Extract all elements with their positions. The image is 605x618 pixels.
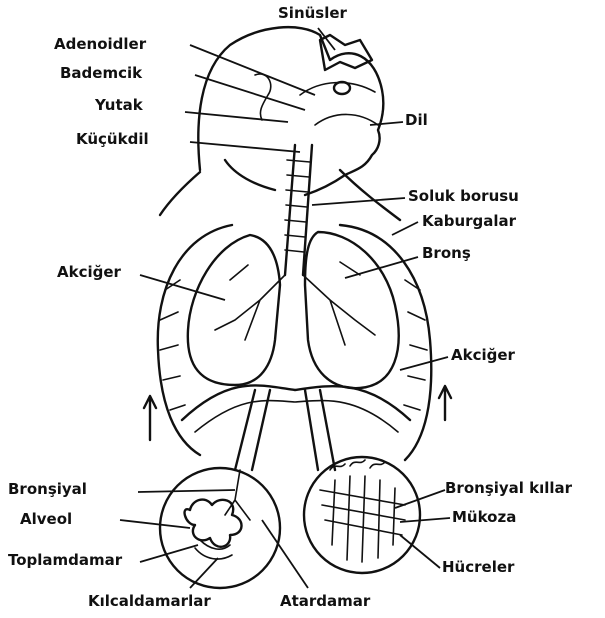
bronchi-right	[303, 262, 375, 345]
label-bronsiyal: Bronşiyal	[8, 482, 87, 497]
diaphragm-inner	[195, 401, 398, 432]
leader-adenoidler	[190, 45, 315, 95]
leader-kilcaldamarlar	[190, 558, 218, 588]
label-kucukdil: Küçükdil	[76, 132, 149, 147]
leader-kaburgalar	[392, 222, 418, 235]
label-akciger-right: Akciğer	[451, 348, 515, 363]
connector-left	[235, 390, 270, 470]
arrow-right	[439, 386, 451, 420]
leader-atardamar	[262, 520, 308, 588]
connector-right	[305, 390, 335, 470]
label-toplamdamar: Toplamdamar	[8, 553, 122, 568]
cilia-strands	[320, 476, 405, 562]
leader-alveol	[120, 520, 190, 528]
neck-left	[225, 160, 275, 190]
label-hucreler: Hücreler	[442, 560, 514, 575]
ribs-left	[160, 280, 185, 410]
trachea-left	[285, 145, 295, 275]
label-sinusler: Sinüsler	[278, 6, 347, 21]
arrow-left	[144, 396, 156, 440]
label-bronsiyal-killar: Bronşiyal kıllar	[445, 481, 572, 496]
leader-akciger-right	[400, 357, 448, 370]
label-soluk-borusu: Soluk borusu	[408, 189, 519, 204]
label-alveol: Alveol	[20, 512, 72, 527]
leader-soluk-borusu	[312, 198, 405, 205]
ribcage-left	[158, 225, 232, 455]
label-atardamar: Atardamar	[280, 594, 370, 609]
leader-bronsiyal	[138, 490, 235, 492]
label-kaburgalar: Kaburgalar	[422, 214, 516, 229]
leader-bademcik	[195, 75, 305, 110]
label-dil: Dil	[405, 113, 428, 128]
alveoli-bronchiole	[225, 470, 250, 520]
alveoli-circle	[160, 468, 280, 588]
right-lung	[305, 232, 399, 388]
alveoli-cluster	[185, 500, 242, 547]
head-outline	[198, 27, 383, 195]
neck-right	[340, 170, 400, 220]
leader-kucukdil	[190, 142, 300, 152]
ribcage-right	[340, 225, 431, 460]
label-adenoidler: Adenoidler	[54, 37, 146, 52]
leader-mukoza	[400, 518, 450, 522]
tongue	[315, 114, 378, 125]
bronchi-left	[215, 265, 285, 340]
label-brons: Bronş	[422, 246, 471, 261]
label-kilcaldamarlar: Kılcaldamarlar	[88, 594, 211, 609]
left-lung	[188, 235, 280, 385]
label-bademcik: Bademcik	[60, 66, 142, 81]
label-yutak: Yutak	[95, 98, 143, 113]
leader-yutak	[185, 112, 288, 122]
label-mukoza: Mükoza	[452, 510, 516, 525]
leader-akciger-left	[140, 275, 225, 300]
shoulder-left	[160, 172, 200, 215]
label-akciger-left: Akciğer	[57, 265, 121, 280]
